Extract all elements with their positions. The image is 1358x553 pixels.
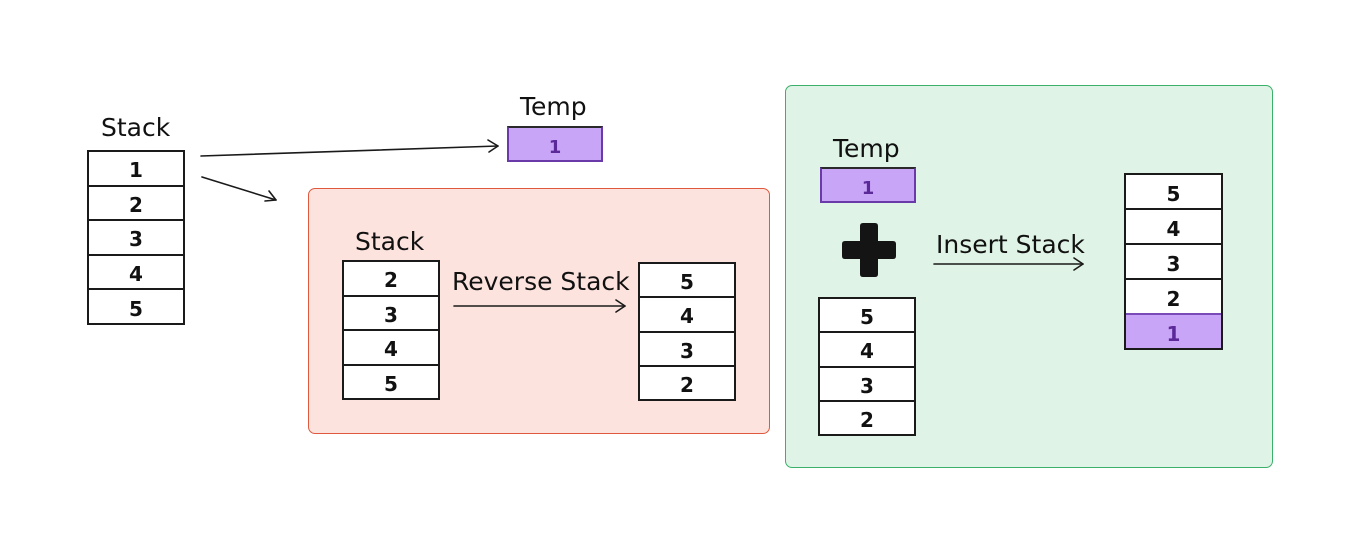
- initial-stack-label: Stack: [101, 113, 171, 142]
- stack-cell: 5: [89, 288, 183, 323]
- stack-cell: 2: [384, 268, 398, 293]
- stack-cell: 2: [89, 184, 183, 220]
- stack-cell: 3: [344, 294, 438, 330]
- stack-cell: 4: [89, 253, 183, 289]
- arrow-right-icon: [453, 299, 626, 313]
- plus-icon: [842, 223, 896, 277]
- arrow-right-icon: [200, 139, 499, 157]
- temp-label: Temp: [520, 92, 587, 121]
- stack-cell: 5: [1166, 181, 1181, 206]
- insert-stack-label: Insert Stack: [936, 230, 1085, 259]
- stack-cell: 4: [1126, 208, 1221, 243]
- stack-cell: 5: [344, 363, 438, 399]
- stack-cell: 2: [1126, 278, 1221, 313]
- insert-input-stack: 5 4 3 2: [818, 297, 916, 436]
- stack-cell: 1: [129, 158, 143, 183]
- temp-box: 1: [507, 126, 603, 162]
- reverse-input-stack: 2 3 4 5: [342, 260, 440, 400]
- stack-cell: 4: [640, 296, 734, 330]
- stack-cell: 4: [344, 329, 438, 364]
- insert-temp-box: 1: [820, 167, 916, 203]
- arrow-right-icon: [201, 176, 277, 202]
- stack-cell: 3: [820, 365, 914, 400]
- initial-stack: 1 2 3 4 5: [87, 150, 185, 325]
- stack-cell: 2: [820, 399, 914, 434]
- insert-temp-label: Temp: [833, 134, 900, 163]
- stack-cell-inserted: 1: [1126, 313, 1221, 348]
- stack-cell: 2: [640, 364, 734, 399]
- stack-cell: 3: [89, 219, 183, 254]
- stack-cell: 4: [820, 331, 914, 365]
- stack-cell: 3: [1126, 243, 1221, 278]
- reverse-input-label: Stack: [355, 227, 425, 256]
- stack-cell: 5: [860, 305, 874, 330]
- reverse-output-stack: 5 4 3 2: [638, 262, 736, 401]
- stack-cell: 3: [640, 330, 734, 365]
- reverse-stack-label: Reverse Stack: [452, 267, 630, 296]
- stack-cell: 5: [680, 270, 694, 295]
- result-stack: 5 4 3 2 1: [1124, 173, 1223, 350]
- arrow-right-icon: [933, 257, 1084, 271]
